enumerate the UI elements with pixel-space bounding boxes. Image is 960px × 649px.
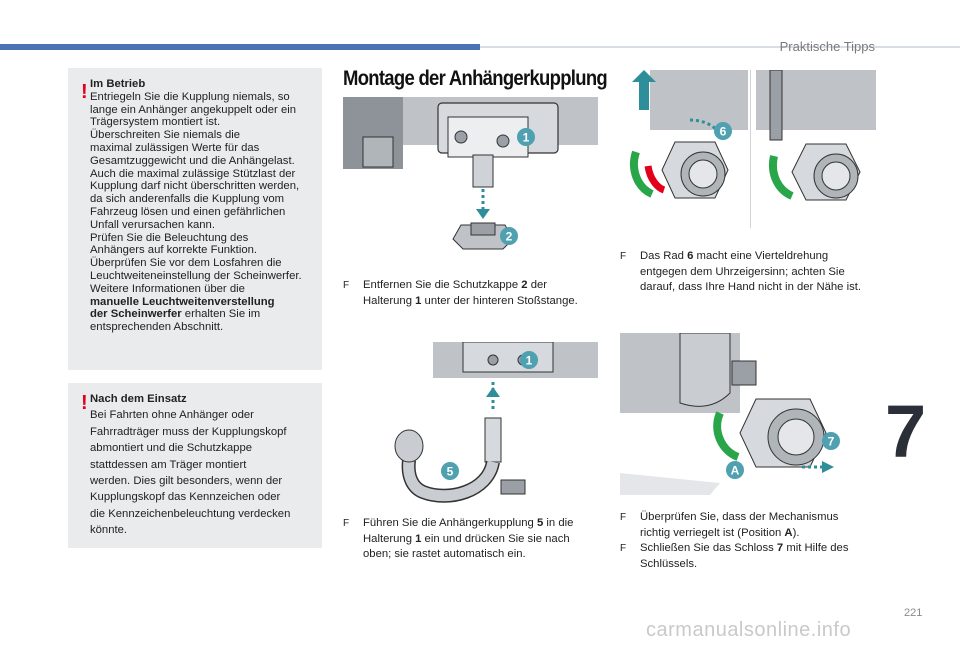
figure-remove-cap: 1 2 <box>343 97 598 267</box>
warning-icon: ! <box>81 392 88 414</box>
warning-line: Fahrzeug lösen und einen gefährlichen <box>90 205 286 218</box>
warning-line: stattdessen am Träger montiert <box>90 458 247 471</box>
warning-line: da sich anderenfalls die Kupplung vom <box>90 193 285 206</box>
header-accent-bar <box>0 44 480 50</box>
warning-line: Kupplung darf nicht überschritten werden… <box>90 180 300 193</box>
step-insert-coupling: F Führen Sie die Anhängerkupplung 5 in d… <box>343 517 574 560</box>
figure-callout-7: 7 <box>828 435 835 449</box>
warning-line: Unfall verursachen kann. <box>90 218 215 231</box>
warning-line: der Scheinwerfer erhalten Sie im <box>90 308 261 321</box>
warning-line: werden. Dies gilt besonders, wenn der <box>90 475 283 488</box>
figure-lock-coupling: 7 A <box>620 333 875 495</box>
figure-callout-6: 6 <box>720 125 727 139</box>
step-check-lock: F Überprüfen Sie, dass der Mechanismus r… <box>620 511 849 570</box>
page-title: Montage der Anhängerkupplung <box>343 67 608 90</box>
warning-line: Im Betrieb <box>90 78 146 90</box>
warning-line: Entriegeln Sie die Kupplung niemals, so <box>90 90 290 103</box>
step-wheel-turn: F Das Rad 6 macht eine Vierteldrehung en… <box>620 250 862 293</box>
warning-line: Anhängers auf korrekte Funktion. <box>90 244 258 257</box>
watermark: carmanualsonline.info <box>646 619 852 641</box>
warning-line: Kupplungskopf das Kennzeichen oder <box>90 491 281 504</box>
warning-line: Überschreiten Sie niemals die <box>90 129 241 142</box>
warning-line: Weitere Informationen über die <box>90 282 245 295</box>
warning-line: maximal zulässigen Werte für das <box>90 141 260 154</box>
figure-callout-1: 1 <box>526 354 533 368</box>
warning-line: Gesamtzuggewicht und die Anhängelast. <box>90 154 295 167</box>
warning-icon: ! <box>81 81 88 103</box>
warning-line: Auch die maximal zulässige Stützlast der <box>90 167 296 180</box>
warning-line: Leuchtweiteneinstellung der Scheinwerfer… <box>90 269 302 282</box>
warning-line: Fahrradträger muss der Kupplungskopf <box>90 425 287 438</box>
warning-line: Überprüfen Sie vor dem Losfahren die <box>90 257 282 270</box>
figure-insert-coupling: 1 5 <box>343 342 598 508</box>
figure-callout-1: 1 <box>523 131 530 145</box>
warning-line: abmontiert und die Schutzkappe <box>90 442 253 455</box>
figure-wheel-turn: 6 <box>620 70 748 228</box>
warning-line: die Kennzeichenbeleuchtung verdecken <box>90 507 291 520</box>
warning-line: Trägersystem montiert ist. <box>90 116 221 129</box>
header-rule <box>480 46 960 48</box>
warning-line: manuelle Leuchtweitenverstellung <box>90 295 275 308</box>
figure-wheel-locked <box>756 70 876 228</box>
warning-line: Nach dem Einsatz <box>90 393 187 405</box>
step-remove-cap: F Entfernen Sie die Schutzkappe 2 der Ha… <box>343 279 578 307</box>
page-number: 221 <box>904 607 923 619</box>
warning-line: Prüfen Sie die Beleuchtung des <box>90 231 249 244</box>
section-title: Praktische Tipps <box>779 39 875 54</box>
figure-callout-2: 2 <box>506 230 513 244</box>
figure-divider <box>750 70 751 228</box>
figure-callout-a: A <box>731 464 740 478</box>
warning-line: entsprechenden Abschnitt. <box>90 321 224 334</box>
warning-line: könnte. <box>90 524 128 537</box>
warning-line: lange ein Anhänger angekuppelt oder ein <box>90 103 297 116</box>
chapter-number: 7 <box>885 388 960 476</box>
figure-callout-5: 5 <box>447 465 454 479</box>
warning-line: Bei Fahrten ohne Anhänger oder <box>90 409 254 422</box>
